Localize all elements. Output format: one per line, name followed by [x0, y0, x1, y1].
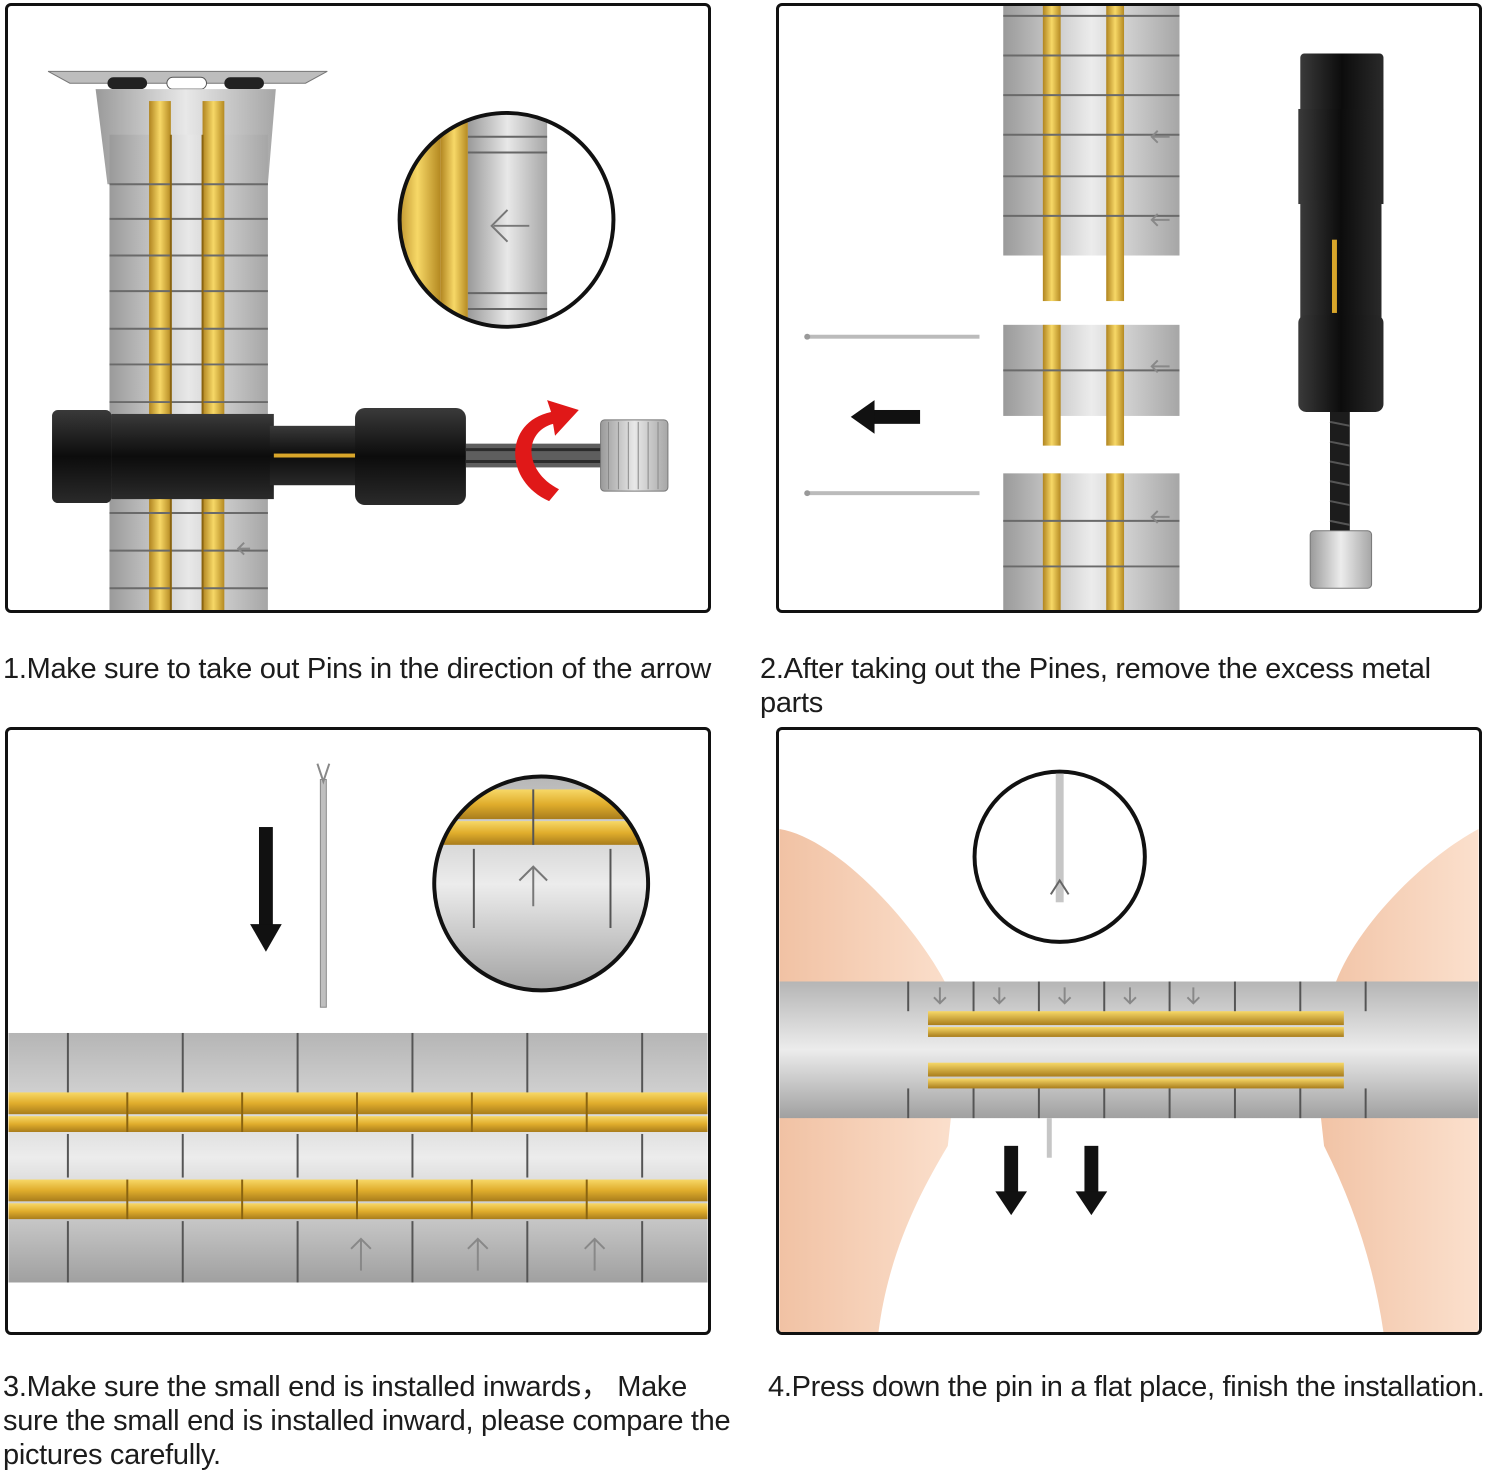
band-segment-middle	[1003, 324, 1180, 446]
band-horizontal	[779, 981, 1479, 1119]
pin	[1046, 1118, 1052, 1158]
watch-band	[109, 101, 268, 610]
arrow-up-icon	[350, 1237, 606, 1271]
arrow-down-icon	[250, 827, 282, 952]
step-2-panel	[776, 3, 1482, 613]
step-4-panel	[776, 727, 1482, 1335]
pin-removal-tool	[52, 408, 669, 506]
band-horizontal	[8, 1032, 708, 1283]
pin	[316, 763, 331, 1008]
arrow-left-icon	[850, 400, 921, 434]
zoom-pin-circle	[972, 769, 1147, 944]
step-3-panel	[5, 727, 711, 1335]
zoom-detail-circle	[432, 774, 651, 993]
arrow-down-icon	[933, 987, 1200, 1005]
curved-arrow-icon	[515, 400, 579, 502]
step-1-panel	[5, 3, 711, 613]
band-segment-top	[1003, 6, 1180, 302]
zoom-detail-circle	[397, 110, 616, 329]
removed-pins	[804, 333, 980, 497]
step-1-caption: 1.Make sure to take out Pins in the dire…	[3, 653, 711, 685]
step-4-caption: 4.Press down the pin in a flat place, fi…	[768, 1371, 1485, 1403]
pin-removal-tool	[1298, 53, 1384, 589]
arrow-left-icon	[1150, 130, 1170, 524]
step-3-caption: 3.Make sure the small end is installed i…	[3, 1371, 731, 1471]
step-2-caption: 2.After taking out the Pines, remove the…	[760, 653, 1431, 719]
step-1-illustration	[47, 70, 669, 610]
step-2-illustration	[804, 6, 1384, 610]
arrow-down-icon	[995, 1145, 1108, 1216]
band-segment-bottom	[1003, 473, 1180, 610]
step-4-illustration	[779, 769, 1479, 1332]
step-3-illustration	[8, 763, 708, 1283]
